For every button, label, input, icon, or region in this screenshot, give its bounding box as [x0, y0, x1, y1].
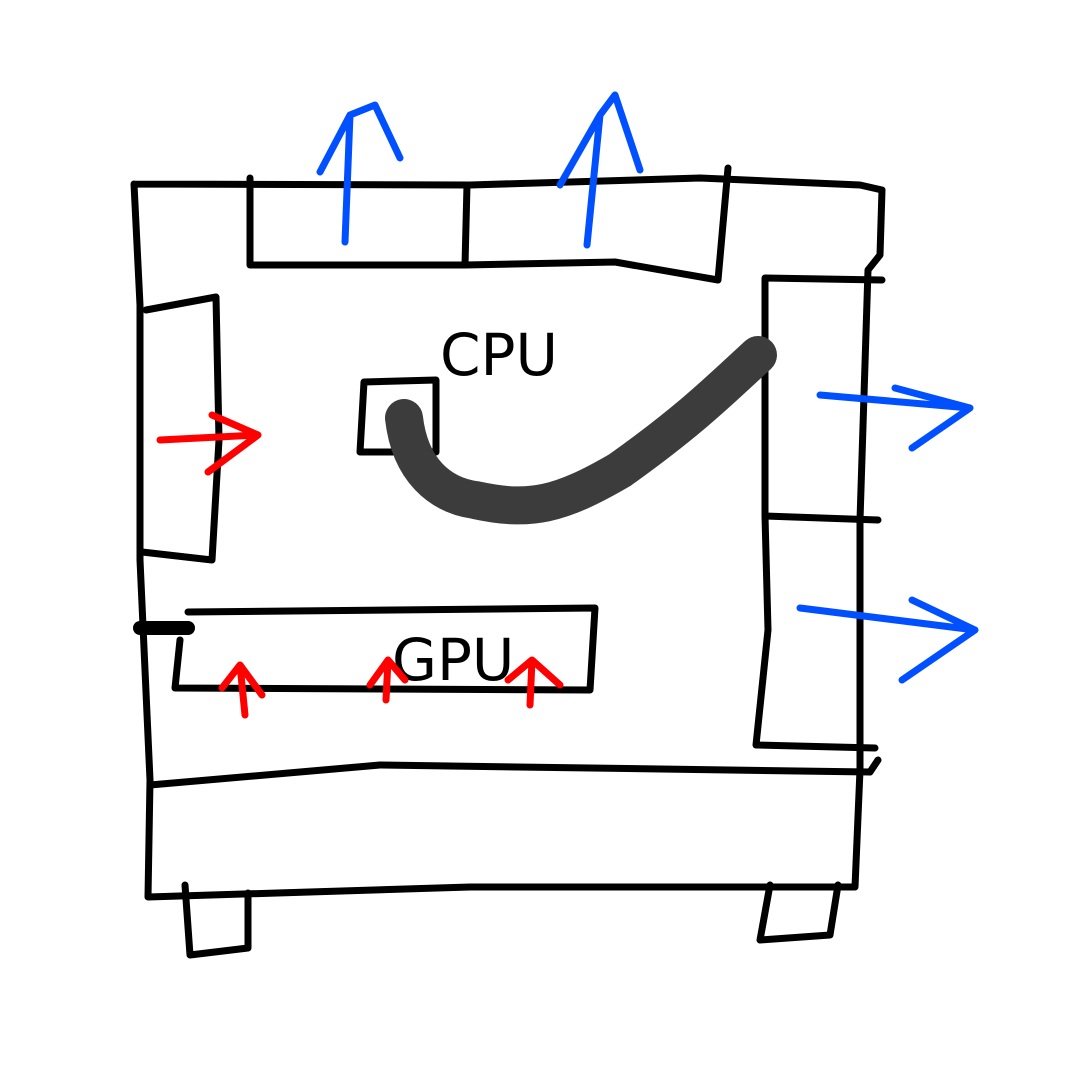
- rear-fan-lower: [752, 512, 879, 752]
- foot-left: [181, 881, 252, 959]
- top-fan-right: [461, 164, 732, 284]
- intake-arrow-icon: [218, 661, 266, 719]
- case-outline: [130, 174, 886, 901]
- rear-fan-upper: [761, 274, 886, 524]
- gpu-card: [171, 604, 599, 694]
- intake-arrow-icon: [156, 411, 262, 476]
- cpu-label: CPU: [440, 321, 558, 389]
- exhaust-arrow-icon: [796, 596, 979, 684]
- intake-arrow-icon: [504, 656, 564, 709]
- intake-arrow-icon: [366, 656, 409, 704]
- psu-shroud: [146, 756, 882, 789]
- gpu-label: GPU: [392, 626, 514, 694]
- foot-right: [756, 881, 842, 944]
- exhaust-arrow-icon: [816, 384, 974, 452]
- cpu-block: [356, 376, 440, 456]
- exhaust-arrow-icon: [316, 101, 404, 246]
- top-fan-left: [246, 174, 471, 269]
- front-fan: [138, 293, 223, 564]
- exhaust-arrow-icon: [556, 91, 644, 249]
- cooler-tube-icon: [385, 336, 777, 525]
